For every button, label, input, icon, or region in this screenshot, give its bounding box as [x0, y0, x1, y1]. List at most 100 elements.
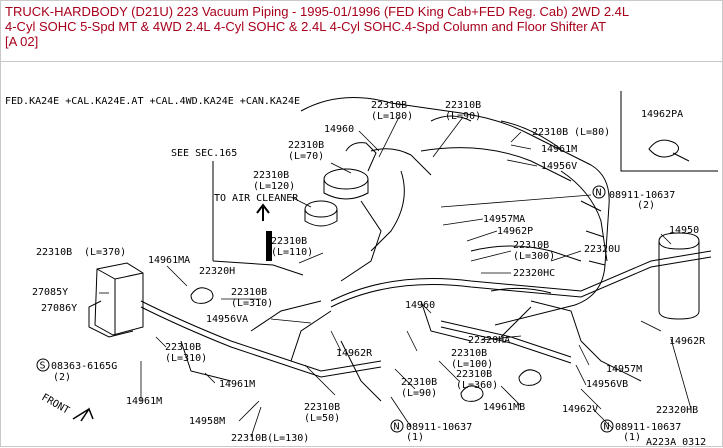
part-22310b-80[interactable]: 22310B [532, 127, 568, 138]
diagram-title: TRUCK-HARDBODY (D21U) 223 Vacuum Piping … [5, 4, 717, 49]
length-80: (L=80) [574, 127, 610, 138]
part-14957m[interactable]: 14957M [606, 364, 642, 375]
length-300: (L=300) [513, 251, 555, 262]
length-310a: (L=310) [231, 298, 273, 309]
engine-outline [300, 97, 610, 342]
leader-lines [99, 116, 692, 438]
marker-symbols [36, 185, 614, 433]
canister-drawing [88, 262, 144, 338]
svg-text:S: S [40, 361, 46, 372]
clamp-icon [518, 369, 542, 386]
part-14950[interactable]: 14950 [669, 225, 699, 236]
svg-text:N: N [596, 188, 602, 199]
title-line-1: TRUCK-HARDBODY (D21U) 223 Vacuum Piping … [5, 4, 630, 19]
part-08911-10637-b[interactable]: 08911-10637 [406, 422, 472, 433]
clamp-icon [460, 385, 484, 402]
length-310b: (L=310) [165, 353, 207, 364]
part-14960b[interactable]: 14960 [405, 300, 435, 311]
part-14957ma[interactable]: 14957MA [483, 214, 525, 225]
part-22320ha[interactable]: 22320HA [468, 335, 510, 346]
s-marker-icon [36, 358, 50, 372]
canister-right-drawing [658, 232, 700, 320]
qty-08911-a: (2) [637, 200, 655, 211]
length-90a: (L=90) [445, 111, 481, 122]
part-08363-6165g[interactable]: 08363-6165G [51, 361, 117, 372]
part-22320hb[interactable]: 22320HB [656, 405, 698, 416]
svg-text:N: N [604, 422, 610, 433]
part-22320hc[interactable]: 22320HC [513, 268, 555, 279]
qty-08911-b: (1) [406, 432, 424, 443]
length-370: (L=370) [84, 247, 126, 258]
qty-08911-c: (1) [623, 432, 641, 443]
applicability-note: FED.KA24E +CAL.KA24E.AT +CAL.4WD.KA24E +… [5, 96, 300, 107]
part-22310b-360[interactable]: 22310B [456, 369, 492, 380]
part-22310b-70[interactable]: 22310B [288, 140, 324, 151]
length-110: (L=110) [271, 247, 313, 258]
length-90b: (L=90) [401, 388, 437, 399]
clamp-inset-icon [648, 139, 690, 162]
part-22320h[interactable]: 22320H [199, 266, 235, 277]
clamp-icon [190, 287, 214, 304]
part-22310b-110[interactable]: 22310B [271, 236, 307, 247]
part-14961m-a[interactable]: 14961M [541, 144, 577, 155]
part-22320u[interactable]: 22320U [584, 244, 620, 255]
air-cleaner-hose [212, 161, 304, 276]
part-14958m[interactable]: 14958M [189, 416, 225, 427]
header-divider [1, 61, 722, 62]
n-marker-icon [600, 419, 614, 433]
intake-components [304, 115, 472, 282]
n-marker-icon [390, 419, 404, 433]
part-27086y[interactable]: 27086Y [41, 303, 77, 314]
title-line-2: 4-Cyl SOHC 5-Spd MT & 4WD 2.4L 4-Cyl SOH… [5, 19, 607, 34]
drawing-lines [72, 91, 718, 438]
part-22310b-310b[interactable]: 22310B [165, 342, 201, 353]
part-22310b-310a[interactable]: 22310B [231, 287, 267, 298]
length-360: (L=360) [456, 380, 498, 391]
part-22310b-300[interactable]: 22310B [513, 240, 549, 251]
part-22310b-90a[interactable]: 22310B [445, 100, 481, 111]
inset-box [620, 91, 718, 172]
length-120: (L=120) [253, 181, 295, 192]
part-14956v[interactable]: 14956V [541, 161, 577, 172]
part-14961ma[interactable]: 14961MA [148, 255, 190, 266]
part-14962r-a[interactable]: 14962R [336, 348, 373, 359]
marker-letters: N S N N [40, 188, 610, 433]
length-180: (L=180) [371, 111, 413, 122]
part-22310b-120[interactable]: 22310B [253, 170, 289, 181]
part-27085y[interactable]: 27085Y [32, 287, 68, 298]
part-22310b-100[interactable]: 22310B [451, 348, 487, 359]
length-100: (L=100) [451, 359, 493, 370]
part-14956vb[interactable]: 14956VB [586, 379, 628, 390]
part-22310b-370[interactable]: 22310B [36, 247, 72, 258]
n-marker-icon [592, 185, 606, 199]
front-arrow-icon [72, 407, 94, 422]
part-14962p[interactable]: 14962P [497, 226, 533, 237]
to-air-cleaner-note: TO AIR CLEANER [214, 193, 299, 204]
part-14961m-c[interactable]: 14961M [126, 396, 162, 407]
see-sec-note: SEE SEC.165 [171, 148, 237, 159]
part-08911-10637-a[interactable]: 08911-10637 [609, 190, 675, 201]
vacuum-pipes [140, 250, 712, 402]
svg-text:N: N [394, 422, 400, 433]
arrow-up-icon [256, 203, 270, 221]
qty-08363: (2) [53, 372, 71, 383]
part-22310b-130[interactable]: 22310B(L=130) [231, 433, 309, 444]
part-22310b-90b[interactable]: 22310B [401, 377, 437, 388]
ref-code: A223A 0312 [646, 437, 706, 448]
part-14962pa[interactable]: 14962PA [641, 109, 683, 120]
part-14961m-b[interactable]: 14961M [219, 379, 255, 390]
part-22310b-180[interactable]: 22310B [371, 100, 407, 111]
part-08911-10637-c[interactable]: 08911-10637 [615, 422, 681, 433]
part-22310b-50[interactable]: 22310B [304, 402, 340, 413]
length-50: (L=50) [304, 413, 340, 424]
length-70: (L=70) [288, 151, 324, 162]
part-14956va[interactable]: 14956VA [206, 314, 248, 325]
part-14961mb[interactable]: 14961MB [483, 402, 525, 413]
part-14960a[interactable]: 14960 [324, 124, 354, 135]
title-line-3: [A 02] [5, 34, 39, 49]
part-14962v[interactable]: 14962V [562, 404, 598, 415]
front-label: FRONT [40, 392, 72, 417]
part-14962r-b[interactable]: 14962R [669, 336, 706, 347]
